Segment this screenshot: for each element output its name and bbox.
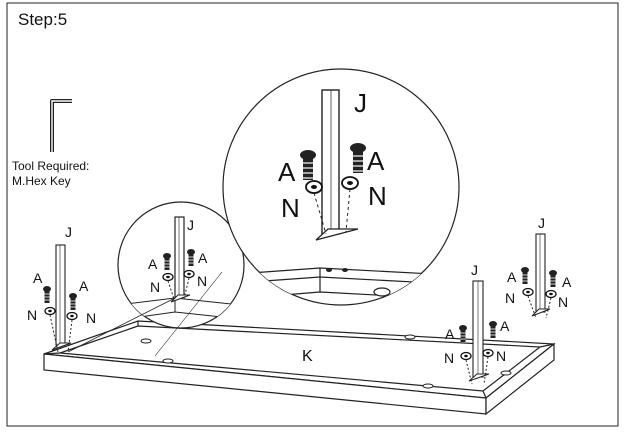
detail-circle-small [117,201,245,329]
leg-front-left [42,244,78,353]
washer-label-fl-left: N [27,307,37,323]
frame-label: K [302,348,313,365]
bolt-label-fr-left: A [445,326,455,342]
washer-label-br-right: N [558,294,568,310]
leg-back-right [520,233,558,319]
detail-circle-large [222,68,460,306]
bolt-label-br-left: A [507,269,517,285]
washer-label-fl-right: N [86,310,96,326]
leg-label-fr: J [471,262,478,278]
table-frame [43,320,556,416]
tool-required-label: Tool Required: M.Hex Key [12,159,89,189]
bolt-label-small-left: A [148,256,158,272]
leg-front-right [458,280,498,385]
washer-label-fr-right: N [496,348,506,364]
tool-required-heading: Tool Required: [12,159,90,173]
bolt-label-large-left: A [278,157,296,187]
frame-slots [140,334,512,389]
hex-key-icon [50,99,72,152]
leg-label-fl: J [65,224,72,240]
bolt-label-fl-right: A [79,278,89,294]
washer-label-fr-left: N [444,350,454,366]
leg-label-br: J [538,215,545,231]
page-border [6,2,619,427]
bolt-label-large-right: A [367,146,385,176]
bolt-label-fl-left: A [33,270,43,286]
washer-label-small-right: N [197,273,207,289]
leg-label-large: J [354,88,367,118]
washer-label-large-right: N [368,181,387,211]
bolt-label-small-right: A [198,250,208,266]
washer-label-br-left: N [505,290,515,306]
leg-label-small: J [187,217,194,233]
washer-label-large-left: N [281,193,300,223]
bolt-label-br-right: A [562,274,572,290]
step-title: Step:5 [18,10,68,29]
tool-name: M.Hex Key [12,174,71,188]
bolt-label-fr-right: A [500,318,510,334]
washer-label-small-left: N [150,279,160,295]
